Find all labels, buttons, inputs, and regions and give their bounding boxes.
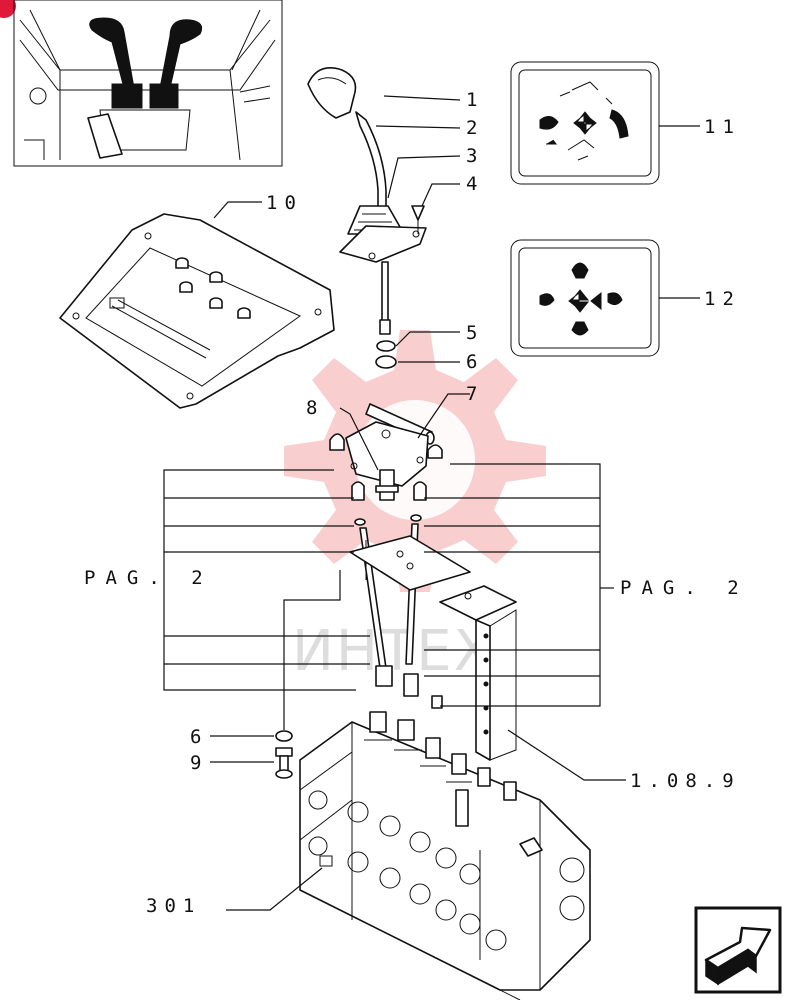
yoke-bracket [329,403,443,501]
corner-badge [0,0,16,18]
callout-6-lower: 6 [190,726,208,748]
callout-6: 6 [466,351,484,373]
pag-right-bracket [424,463,614,707]
pag-left-bracket [163,469,370,691]
bolt-9 [275,747,293,779]
next-page-arrow-icon[interactable] [694,906,782,994]
floor-plate-10 [59,213,335,409]
callout-2: 2 [466,117,484,139]
screw-4 [411,205,425,234]
callout-4: 4 [466,173,484,195]
cab-inset [13,0,283,167]
washer-6 [375,355,397,369]
linkage-rods [349,481,517,761]
callout-10: 10 [266,192,303,214]
callout-5: 5 [466,322,484,344]
washer-6-lower [275,730,293,742]
callout-9: 9 [190,752,208,774]
control-valve-301 [299,711,591,1000]
callout-12: 12 [704,288,741,310]
callout-11: 11 [704,116,741,138]
callout-8: 8 [306,397,324,419]
decal-12 [510,239,660,357]
callout-301: 301 [146,895,201,917]
control-lever-assembly [307,67,427,335]
decal-11 [510,61,660,185]
watermark-text: ИНТЕХ [292,619,494,684]
callout-7: 7 [466,383,484,405]
callout-1: 1 [466,89,484,111]
callout-1-08-9: 1.08.9 [630,770,741,792]
pag-label-right: PAG. 2 [620,577,749,599]
nut-5 [376,340,396,352]
pag-label-left: PAG. 2 [84,567,213,589]
callout-3: 3 [466,145,484,167]
